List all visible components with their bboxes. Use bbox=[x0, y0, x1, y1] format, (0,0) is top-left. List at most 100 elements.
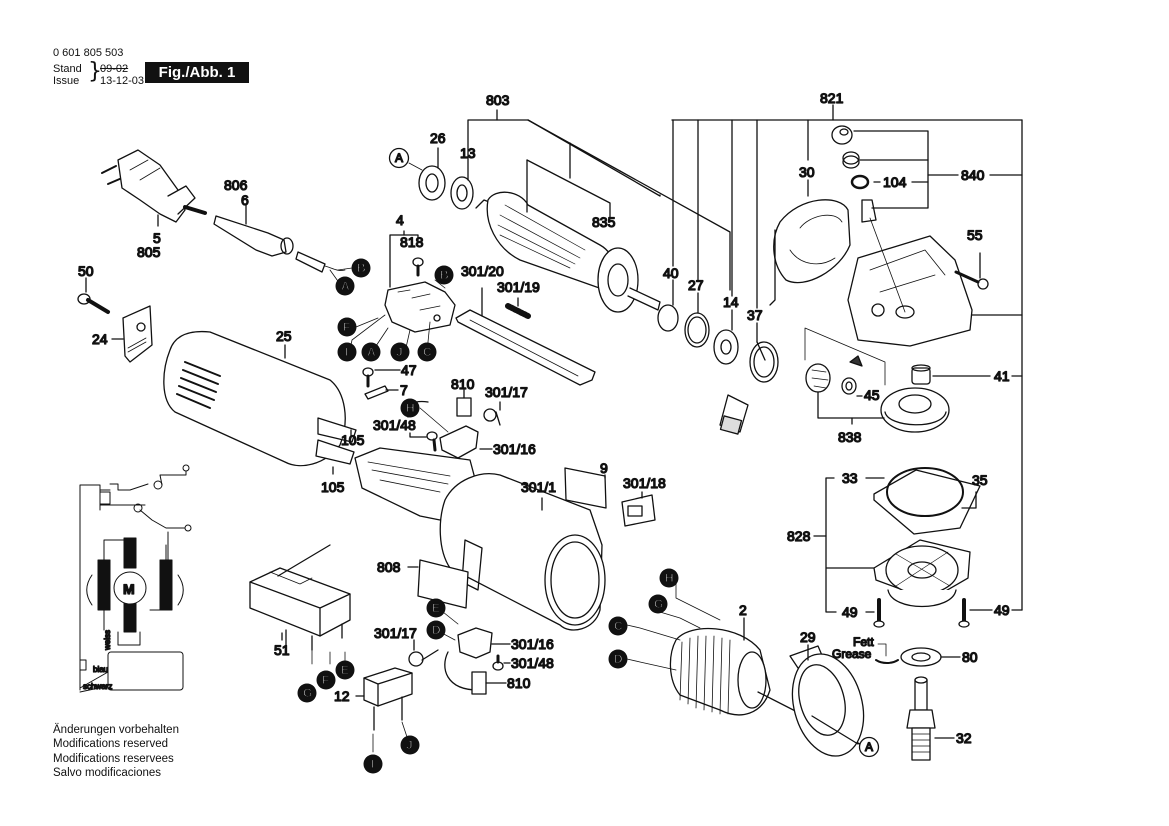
label-301-17-a: 301/17 bbox=[485, 384, 528, 400]
connector-badges bbox=[297, 147, 880, 774]
screw-301-48-b bbox=[492, 654, 504, 671]
bevel-gear bbox=[880, 387, 950, 433]
badge-letter: A bbox=[341, 279, 350, 293]
brush-holder-4 bbox=[384, 281, 456, 333]
label-104: 104 bbox=[883, 174, 907, 190]
badge-A-outline-guard bbox=[858, 736, 880, 758]
label-45: 45 bbox=[864, 387, 880, 403]
circlip-40 bbox=[657, 304, 679, 332]
badge-letter: G bbox=[303, 686, 312, 700]
label-301-16-a: 301/16 bbox=[493, 441, 536, 457]
notice-es: Salvo modificaciones bbox=[53, 766, 162, 779]
gasket-35 bbox=[873, 469, 981, 535]
label-24: 24 bbox=[92, 331, 108, 347]
motor-symbol: M bbox=[123, 581, 135, 597]
lock-pin bbox=[861, 199, 877, 223]
lock-cap bbox=[831, 125, 853, 145]
badge-A-holder bbox=[361, 342, 381, 362]
label-301-18: 301/18 bbox=[623, 475, 666, 491]
lock-spring bbox=[842, 151, 860, 169]
badge-letter: C bbox=[423, 345, 432, 359]
motor-housing-301-1 bbox=[439, 473, 606, 631]
badge-letter: F bbox=[322, 673, 329, 687]
pinion-gear bbox=[805, 363, 831, 393]
badge-letter: F bbox=[343, 320, 350, 334]
guard-29 bbox=[789, 645, 865, 757]
stand-date: 09-02 bbox=[100, 63, 129, 75]
bearing-41 bbox=[911, 364, 931, 385]
power-plug bbox=[101, 149, 207, 223]
o-ring-33 bbox=[886, 467, 964, 517]
badge-H-brush bbox=[400, 398, 420, 418]
label-838: 838 bbox=[838, 429, 862, 445]
screw-301-48-a bbox=[426, 431, 438, 452]
label-808: 808 bbox=[377, 559, 401, 575]
screw-55 bbox=[954, 270, 989, 290]
label-301-20: 301/20 bbox=[461, 263, 504, 279]
badge-letter: I bbox=[371, 757, 374, 771]
label-49-b: 49 bbox=[994, 602, 1010, 618]
label-805: 805 bbox=[137, 244, 161, 260]
badge-C-field bbox=[608, 616, 628, 636]
badge-letter: C bbox=[614, 619, 623, 633]
bearing-flange-828 bbox=[873, 539, 971, 608]
notice-en: Modifications reserved bbox=[53, 738, 169, 751]
badge-F-cap bbox=[316, 670, 336, 690]
badge-I-12 bbox=[363, 754, 383, 774]
washer-80 bbox=[900, 647, 942, 667]
badge-letter: D bbox=[614, 652, 623, 666]
brush-holder-301-16-b bbox=[457, 627, 493, 659]
spring-301-19 bbox=[505, 303, 531, 319]
badge-A-cord bbox=[335, 276, 355, 296]
issue-date: 13-12-03 bbox=[100, 75, 145, 87]
label-9: 9 bbox=[600, 460, 608, 476]
bearing-14 bbox=[713, 329, 739, 365]
bearing-13 bbox=[450, 176, 474, 210]
label-plate-9 bbox=[564, 467, 607, 509]
ring-27 bbox=[684, 312, 710, 348]
modifications-notice: Änderungen vorbehalten Modifications res… bbox=[53, 723, 179, 780]
label-4: 4 bbox=[396, 212, 404, 228]
wiring-diagram bbox=[79, 464, 192, 693]
label-301-1: 301/1 bbox=[521, 479, 556, 495]
badge-letter: G bbox=[654, 597, 663, 611]
badge-J-12 bbox=[400, 735, 420, 755]
brush-spring-301-17-b bbox=[408, 649, 439, 667]
badge-E-cap bbox=[335, 660, 355, 680]
badge-F-holder bbox=[337, 317, 357, 337]
badge-I-holder bbox=[337, 342, 357, 362]
label-301-48-a: 301/48 bbox=[373, 417, 416, 433]
o-ring-104 bbox=[850, 174, 870, 190]
badge-E-lower bbox=[426, 598, 446, 618]
label-301-17-b: 301/17 bbox=[374, 625, 417, 641]
badge-G-field bbox=[648, 594, 668, 614]
cord-sleeve bbox=[213, 215, 346, 273]
screw-818 bbox=[412, 257, 424, 277]
notice-de: Änderungen vorbehalten bbox=[53, 724, 179, 736]
badge-letter: B bbox=[440, 268, 449, 282]
brush-810-b bbox=[444, 651, 487, 695]
screw-49-a bbox=[873, 598, 885, 628]
label-5: 5 bbox=[153, 230, 161, 246]
switch-button-301-18 bbox=[621, 494, 656, 527]
badge-J-holder bbox=[390, 342, 410, 362]
label-80: 80 bbox=[962, 649, 978, 665]
badge-letter: I bbox=[345, 345, 348, 359]
nut-45 bbox=[841, 377, 857, 395]
figure-label: Fig./Abb. 1 bbox=[145, 62, 249, 83]
bearing-26 bbox=[418, 165, 446, 201]
label-37: 37 bbox=[747, 307, 763, 323]
wire-label-blau: blau bbox=[93, 665, 108, 674]
capacitor-51 bbox=[249, 567, 351, 651]
label-12: 12 bbox=[334, 688, 350, 704]
badge-letter: A bbox=[395, 151, 403, 165]
brace-glyph: } bbox=[88, 59, 102, 84]
housing-25 bbox=[163, 330, 357, 467]
label-301-16-b: 301/16 bbox=[511, 636, 554, 652]
label-27: 27 bbox=[688, 277, 704, 293]
badge-letter: E bbox=[432, 601, 440, 615]
badge-letter: H bbox=[665, 571, 674, 585]
notice-fr: Modifications reservees bbox=[53, 752, 174, 765]
label-803: 803 bbox=[486, 92, 510, 108]
